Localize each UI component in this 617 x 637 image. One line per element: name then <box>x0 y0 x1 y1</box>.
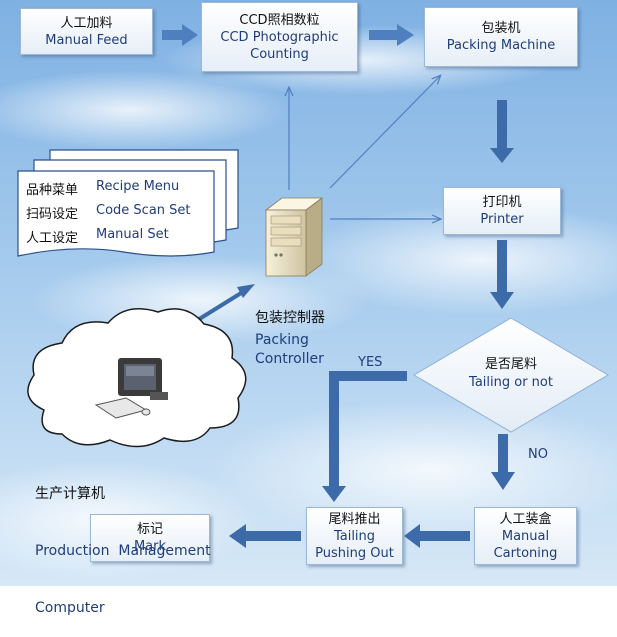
menu-item-manual-set-en: Manual Set <box>96 227 169 242</box>
menu-item-code-scan-en: Code Scan Set <box>96 203 191 218</box>
arrow-packing-to-printer <box>490 100 514 163</box>
menu-item-manual-set-zh: 人工设定 <box>26 231 79 246</box>
mark-zh: 标记 <box>136 522 163 537</box>
production-computer-zh: 生产计算机 <box>35 486 105 502</box>
tailing-pushing-zh: 尾料推出 <box>328 511 381 527</box>
tailing-pushing-box: 尾料推出 Tailing Pushing Out <box>306 507 403 565</box>
arrow-ccd-to-packing <box>369 24 414 46</box>
production-computer-en-1: Production Management <box>35 543 211 559</box>
arrow-no-to-cartoning <box>491 434 515 490</box>
manual-feed-en: Manual Feed <box>45 32 128 48</box>
mark-box: 标记 Mark <box>90 514 210 562</box>
menu-item-code-scan: 扫码设定 Code Scan Set <box>26 203 191 222</box>
ccd-zh: CCD照相数粒 <box>239 12 320 28</box>
yes-label: YES <box>358 355 383 370</box>
decision-diamond <box>413 317 609 433</box>
tailing-check-label: 是否尾料 Tailing or not <box>414 356 608 392</box>
production-computer-label: 生产计算机 Production Management Computer <box>35 447 211 637</box>
packing-controller-en-1: Packing <box>255 332 309 348</box>
menu-document-stack <box>17 149 239 257</box>
arrow-tailing-to-mark <box>229 524 301 548</box>
menu-item-recipe-en: Recipe Menu <box>96 179 180 194</box>
packing-controller-label: 包装控制器 Packing Controller <box>255 309 325 369</box>
server-icon <box>264 197 324 277</box>
ccd-counting-box: CCD照相数粒 CCD Photographic Counting <box>201 2 358 72</box>
arrow-printer-to-decision <box>490 240 514 309</box>
menu-item-recipe-zh: 品种菜单 <box>26 183 79 198</box>
production-computer-en-2: Computer <box>35 600 105 616</box>
no-label: NO <box>528 447 548 462</box>
manual-cartoning-box: 人工装盒 Manual Cartoning <box>474 507 577 565</box>
diagram-overlay <box>17 24 609 548</box>
tailing-pushing-en-2: Pushing Out <box>315 545 394 561</box>
mark-en: Mark <box>133 539 167 554</box>
menu-item-code-scan-zh: 扫码设定 <box>26 207 79 222</box>
ccd-en-1: CCD Photographic <box>220 29 339 45</box>
manual-cartoning-en-2: Cartoning <box>493 545 558 561</box>
tailing-pushing-en-1: Tailing <box>333 528 376 544</box>
printer-box: 打印机 Printer <box>443 187 561 235</box>
printer-en: Printer <box>480 212 524 227</box>
menu-item-manual-set: 人工设定 Manual Set <box>26 227 169 246</box>
packing-machine-zh: 包装机 <box>481 21 521 36</box>
arrow-yes-to-tailing <box>322 371 407 502</box>
manual-cartoning-en-1: Manual <box>501 528 550 544</box>
computer-icon <box>94 358 168 419</box>
manual-cartoning-zh: 人工装盒 <box>499 511 552 527</box>
manual-feed-zh: 人工加料 <box>60 15 113 31</box>
line-controller-to-packing <box>329 76 440 189</box>
arrow-feed-to-ccd <box>162 24 198 46</box>
manual-feed-box: 人工加料 Manual Feed <box>20 8 153 55</box>
menu-item-recipe: 品种菜单 Recipe Menu <box>26 179 179 198</box>
arrow-cartoning-to-tailing <box>404 524 470 548</box>
tailing-check-en: Tailing or not <box>469 375 553 390</box>
packing-machine-box: 包装机 Packing Machine <box>424 7 578 67</box>
printer-zh: 打印机 <box>482 195 522 210</box>
tailing-check-zh: 是否尾料 <box>484 357 537 372</box>
packing-controller-en-2: Controller <box>255 351 324 367</box>
packing-machine-en: Packing Machine <box>446 38 556 53</box>
packing-controller-zh: 包装控制器 <box>255 310 325 326</box>
ccd-en-2: Counting <box>250 46 309 62</box>
